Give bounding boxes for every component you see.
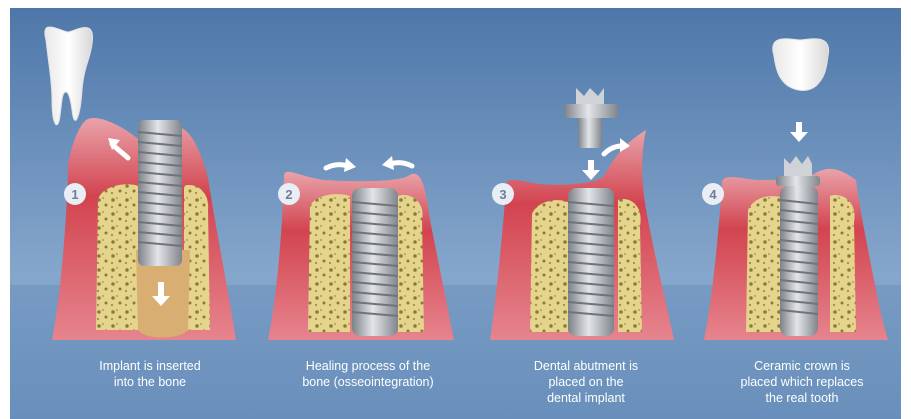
step-4-illustration [692, 0, 911, 360]
step-4-caption: Ceramic crown is placed which replaces t… [702, 358, 902, 406]
implant-screw-icon [138, 120, 182, 266]
step-number-badge: 3 [492, 183, 514, 205]
caption-line: Healing process of the [268, 358, 468, 374]
implant-screw-icon [352, 188, 398, 336]
left-arrow-icon [382, 156, 412, 170]
step-panel-1: 1 Implant is inserted into the bone [40, 0, 260, 419]
step-3-illustration [478, 0, 698, 360]
implant-screw-icon [780, 186, 818, 336]
step-number-badge: 1 [64, 183, 86, 205]
step-3-caption: Dental abutment is placed on the dental … [486, 358, 686, 406]
step-panel-3: 3 Dental abutment is placed on the denta… [478, 0, 698, 419]
step-1-caption: Implant is inserted into the bone [50, 358, 250, 390]
caption-line: the real tooth [702, 390, 902, 406]
step-2-illustration [258, 0, 478, 360]
caption-line: Implant is inserted [50, 358, 250, 374]
crown-icon [773, 39, 829, 91]
step-number-badge: 4 [702, 183, 724, 205]
caption-line: into the bone [50, 374, 250, 390]
caption-line: dental implant [486, 390, 686, 406]
caption-line: Ceramic crown is [702, 358, 902, 374]
step-1-illustration [40, 0, 260, 360]
caption-line: placed on the [486, 374, 686, 390]
right-arrow-icon [326, 158, 356, 172]
abutment-icon [776, 156, 820, 186]
down-arrow-icon [582, 160, 600, 180]
step-2-caption: Healing process of the bone (osseointegr… [268, 358, 468, 390]
step-panel-2: 2 Healing process of the bone (osseointe… [258, 0, 478, 419]
abutment-icon [564, 88, 618, 148]
caption-line: Dental abutment is [486, 358, 686, 374]
down-arrow-icon [790, 122, 808, 142]
caption-line: placed which replaces [702, 374, 902, 390]
step-panel-4: 4 Ceramic crown is placed which replaces… [692, 0, 911, 419]
step-number-badge: 2 [278, 183, 300, 205]
tooth-icon [45, 27, 93, 125]
implant-screw-icon [568, 188, 614, 336]
caption-line: bone (osseointegration) [268, 374, 468, 390]
